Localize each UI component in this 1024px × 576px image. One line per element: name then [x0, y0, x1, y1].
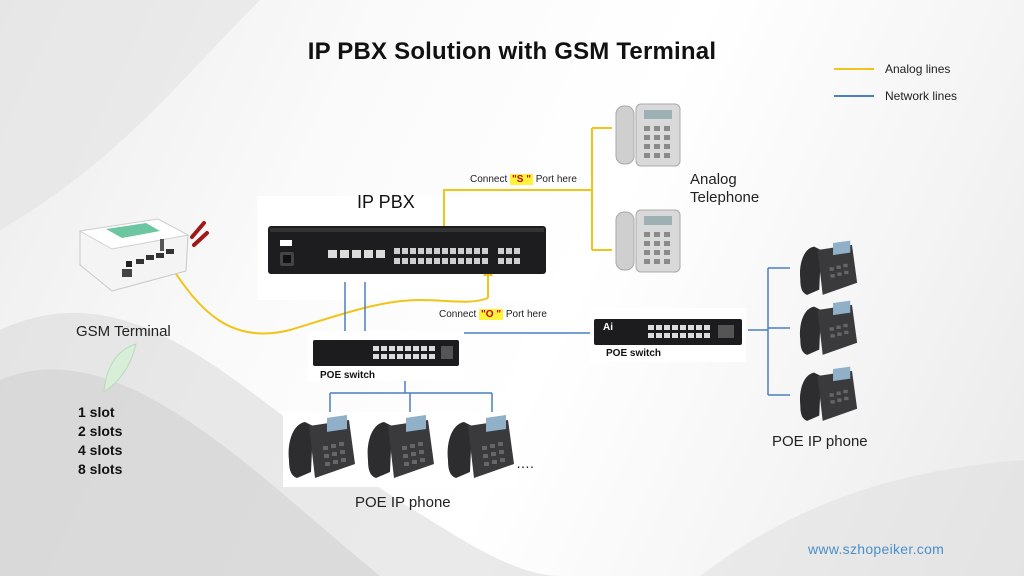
poe-switch-right-label: POE switch	[606, 348, 662, 359]
poe-ip-phone-right-1	[799, 240, 858, 295]
ip-pbx-device	[268, 226, 546, 274]
poe-switch-left-label: POE switch	[320, 370, 376, 381]
slot-option-2: 2 slots	[78, 423, 123, 439]
analog-line-phone-bracket	[591, 127, 612, 251]
connect-o-prefix: Connect	[439, 309, 480, 320]
analog-telephone-bottom	[615, 209, 681, 273]
gsm-leaf-decoration	[103, 343, 137, 393]
legend-analog-label: Analog lines	[885, 62, 951, 76]
website-url: www.szhopeiker.com	[808, 541, 945, 557]
connect-s-prefix: Connect	[470, 174, 511, 185]
analog-telephone-label-line1: Analog	[690, 171, 737, 188]
poe-switch-left-device	[313, 340, 459, 366]
slot-option-8: 8 slots	[78, 461, 123, 477]
diagram-title: IP PBX Solution with GSM Terminal	[307, 38, 717, 65]
gsm-terminal-label: GSM Terminal	[76, 323, 171, 340]
connect-s-suffix: Port here	[532, 174, 577, 185]
connect-o-suffix: Port here	[503, 309, 547, 320]
poe-ip-phone-bottom-3	[447, 415, 514, 478]
analog-telephone-label-line2: Telephone	[690, 189, 760, 206]
slot-option-1: 1 slot	[78, 404, 115, 420]
legend-network-label: Network lines	[885, 89, 958, 103]
gsm-terminal-device	[78, 218, 209, 292]
poe-switch-brand: Ai	[603, 322, 613, 333]
poe-ip-phone-right-3	[799, 366, 858, 421]
analog-line-gsm-to-pbx	[171, 267, 489, 335]
poe-ip-phone-bottom-1	[288, 415, 355, 478]
slot-option-4: 4 slots	[78, 442, 123, 458]
analog-telephone-top	[615, 103, 681, 167]
connect-o-port-note: Connect "O " Port here	[439, 309, 547, 320]
connect-s-port-highlight: "S "	[510, 174, 533, 185]
poe-ip-phone-bottom-2	[367, 415, 434, 478]
poe-ip-phone-bottom-label: POE IP phone	[355, 494, 451, 511]
more-phones-ellipsis: ….	[516, 455, 534, 471]
poe-ip-phone-right-2	[799, 300, 858, 355]
poe-ip-phone-right-label: POE IP phone	[772, 433, 868, 450]
poe-switch-right-device	[594, 319, 742, 345]
ip-pbx-label: IP PBX	[357, 192, 415, 212]
gsm-slot-list: 1 slot 2 slots 4 slots 8 slots	[78, 403, 122, 479]
connect-s-port-note: Connect "S " Port here	[470, 174, 577, 185]
connect-o-port-highlight: "O "	[479, 309, 504, 320]
network-line-switch-right-to-phones	[748, 267, 790, 396]
